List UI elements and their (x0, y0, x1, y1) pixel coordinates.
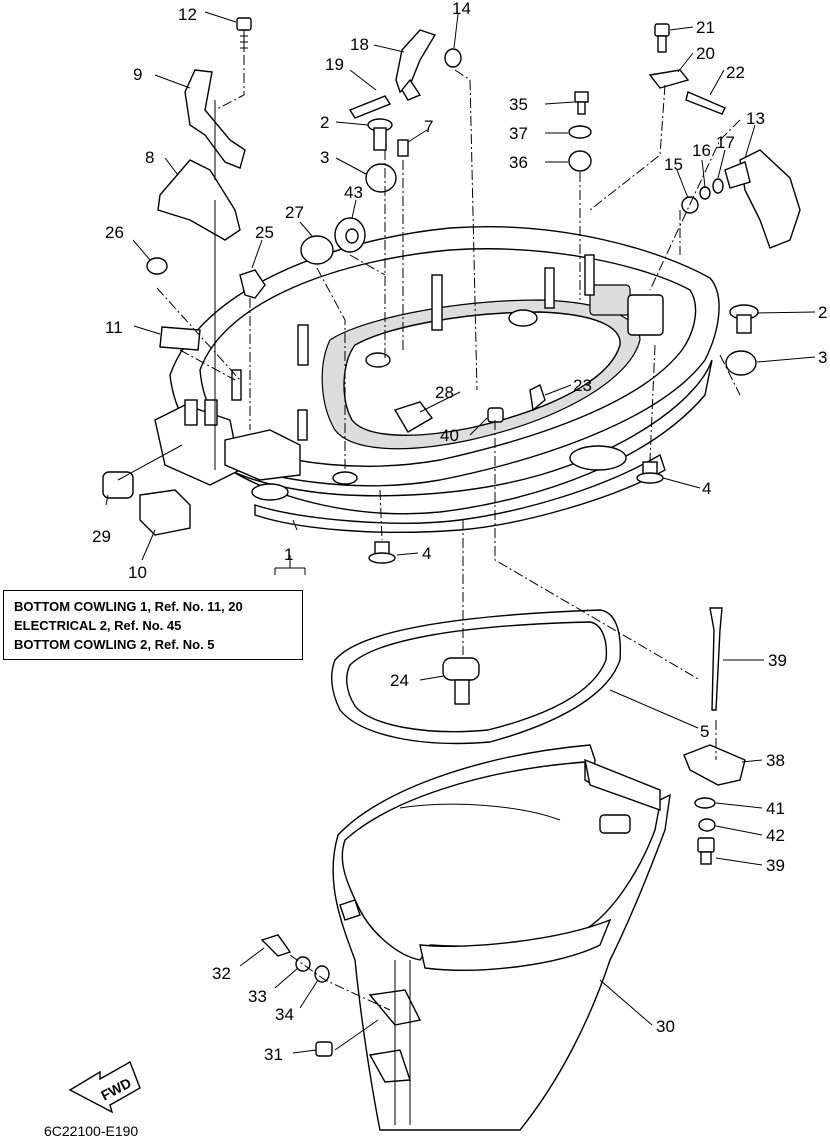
callout-2-top: 2 (320, 113, 329, 132)
callout-18: 19 (325, 55, 344, 74)
callout-43: 43 (344, 183, 363, 202)
callout-41: 41 (766, 799, 785, 818)
callout-28: 29 (92, 527, 111, 546)
reference-notes-box: BOTTOM COWLING 1, Ref. No. 11, 20 ELECTR… (3, 590, 303, 660)
small-parts (68, 17, 801, 1114)
callout-19: 20 (696, 44, 715, 63)
callout-21: 22 (726, 63, 745, 82)
callout-37: 38 (766, 751, 785, 770)
callout-22: 23 (573, 376, 592, 395)
callout-12: 13 (746, 109, 765, 128)
lower-cowling-skirt (332, 744, 671, 1131)
reference-note: BOTTOM COWLING 2, Ref. No. 5 (14, 637, 215, 652)
reference-note: BOTTOM COWLING 1, Ref. No. 11, 20 (14, 599, 243, 614)
callout-33: 34 (275, 1005, 294, 1024)
callout-15: 16 (692, 141, 711, 160)
callout-42: 42 (766, 826, 785, 845)
callout-30: 31 (264, 1045, 283, 1064)
callout-9: 10 (128, 563, 147, 582)
callout-20: 21 (696, 18, 715, 37)
callout-29: 30 (656, 1017, 675, 1036)
callout-23: 24 (390, 671, 409, 690)
callout-8: 9 (133, 65, 142, 84)
callout-36: 37 (509, 124, 528, 143)
callout-38: 39 (768, 651, 787, 670)
leader-lines (105, 11, 816, 1054)
callout-16: 17 (716, 133, 735, 152)
callout-17: 18 (350, 35, 369, 54)
callout-25: 26 (105, 223, 124, 242)
callout-11: 12 (178, 5, 197, 24)
assembly-lines (156, 55, 741, 1011)
callout-labels: 12 9 8 14 18 19 2 7 3 43 27 25 26 11 29 … (92, 0, 827, 1104)
callout-5: 5 (700, 722, 709, 741)
callout-27: 28 (435, 383, 454, 402)
drawing-code: 6C22100-E190 (44, 1123, 139, 1139)
callout-10: 11 (105, 318, 123, 337)
callout-32: 33 (248, 987, 267, 1006)
callout-2-right: 2 (818, 303, 827, 322)
callout-35: 36 (509, 153, 528, 172)
callout-3-top: 3 (320, 148, 329, 167)
callout-7: 8 (145, 148, 154, 167)
bottom-cowling-body (154, 225, 720, 533)
callout-26: 27 (285, 203, 304, 222)
callout-13: 14 (452, 0, 471, 18)
callout-14: 15 (664, 155, 683, 174)
callout-1: 1 (284, 545, 293, 564)
reference-note: ELECTRICAL 2, Ref. No. 45 (14, 618, 182, 633)
callout-40: 40 (440, 426, 459, 445)
callout-39: 39 (766, 856, 785, 875)
callout-4-lower: 4 (422, 544, 431, 563)
callout-34: 35 (509, 95, 528, 114)
callout-24: 25 (255, 223, 274, 242)
callout-4-right: 4 (702, 479, 711, 498)
callout-6: 7 (424, 117, 433, 136)
callout-3-right: 3 (818, 348, 827, 367)
callout-31: 32 (212, 964, 231, 983)
